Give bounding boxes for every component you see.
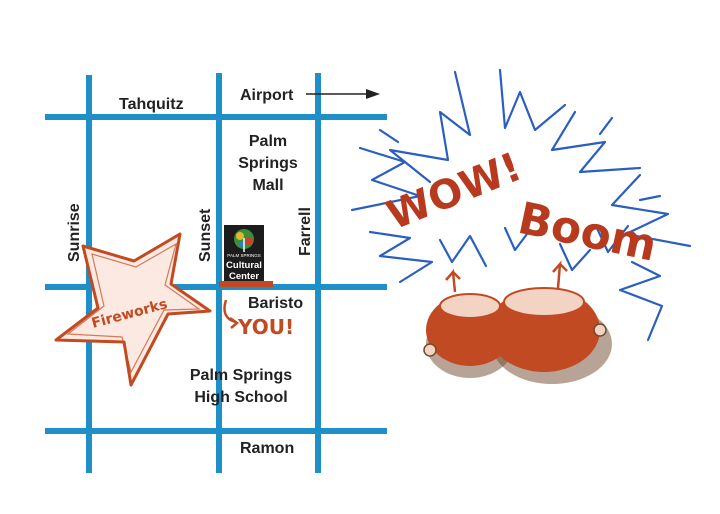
- place-palm-springs-high-school: Palm Springs High School: [190, 367, 292, 406]
- mall-label-line-3: Mall: [252, 177, 283, 194]
- cultural-center-logo: PALM SPRINGS Cultural Center: [224, 225, 264, 283]
- street-label-ramon: Ramon: [240, 440, 294, 457]
- you-marker: YOU!: [223, 299, 294, 339]
- fireworks-star-icon: Fireworks: [54, 232, 212, 387]
- street-label-sunset: Sunset: [197, 208, 214, 262]
- wow-annotation: WOW!: [381, 144, 529, 239]
- street-label-tahquitz: Tahquitz: [119, 96, 184, 113]
- wow-label: WOW!: [381, 144, 529, 239]
- airport-arrow: [306, 89, 380, 99]
- high-school-label-line-1: Palm Springs: [190, 367, 292, 384]
- cultural-center-small-label: PALM SPRINGS: [227, 253, 260, 258]
- explosion-burst: [350, 68, 692, 342]
- high-school-label-line-2: High School: [194, 389, 287, 406]
- street-label-airport: Airport: [240, 87, 294, 104]
- cartoon-bombs-icon: [423, 260, 612, 384]
- boom-annotation: Boom: [514, 193, 661, 272]
- boom-label: Boom: [514, 193, 661, 272]
- mall-label-line-2: Springs: [238, 155, 298, 172]
- street-label-baristo: Baristo: [248, 295, 303, 312]
- mall-label-line-1: Palm: [249, 133, 287, 150]
- cultural-center-label-line-1: Cultural: [226, 260, 262, 271]
- place-palm-springs-mall: Palm Springs Mall: [238, 133, 298, 194]
- you-label: YOU!: [237, 315, 294, 339]
- street-label-sunrise: Sunrise: [66, 203, 83, 262]
- cultural-center-label-line-2: Center: [229, 271, 259, 282]
- street-label-farrell: Farrell: [297, 207, 314, 256]
